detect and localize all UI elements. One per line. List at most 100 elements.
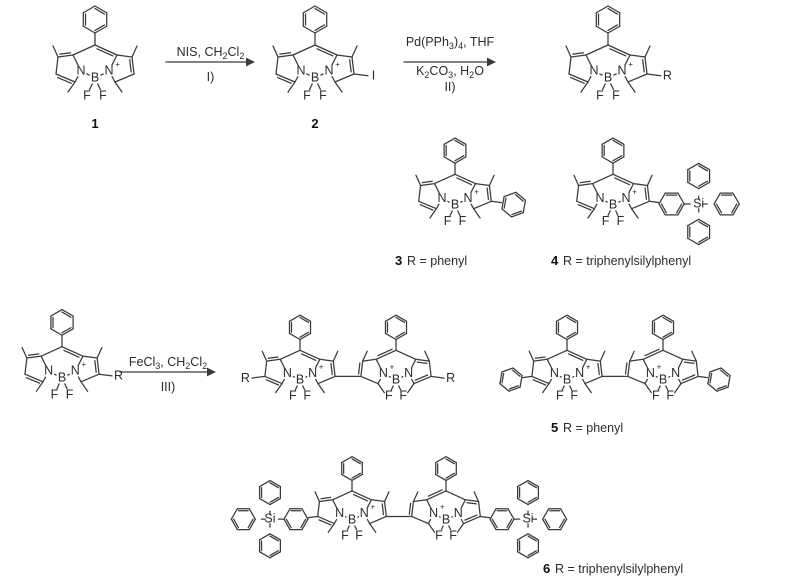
compound-3-definition: R = phenyl [407,254,467,268]
cpd1-C4R-C5R [114,73,135,83]
dimerL-meso-phenyl-bond [299,332,312,341]
cpd5R-N-right: N [646,366,655,380]
cpd5R-B: B [659,372,667,386]
cpd1-C5L-NL [74,76,79,83]
cpd34-meso-phenyl-bond [61,328,74,336]
cpd3-phenyl-bond [515,191,527,201]
dimerL-meso-phenyl-bond [288,314,301,322]
row2-dimer-r-left: R [241,371,250,385]
cpd1-C5R-NR [111,76,116,83]
cpdR-meso-C2R-inner [609,48,627,57]
cpd6L-N-right: N [360,506,369,520]
cpd6L-meso-phenyl-bond [351,456,363,464]
cpdR-N-right: N [617,63,626,77]
cpd2-methyl [287,81,296,93]
compound-1-number: 1 [91,116,98,131]
cpd6R-N-right: N [429,506,438,520]
cpd4-NR-C2R [628,182,635,194]
cpd4-triphenylsilyl-Si: Si [693,196,704,210]
cpd5-phenyl-left-inner [501,372,505,384]
cpdR-C2R-C3R [629,54,646,58]
cpd5R-meso-phenyl-inner [662,316,673,324]
cpd5R-B-FR [657,385,661,391]
cpd6-triphenylsilyl-left-phenyl-out-bond [248,508,256,520]
cpd2-NL-B [306,73,310,76]
cpd4-triphenylsilyl-phenyl-out-bond [713,192,721,205]
dimerL-C4R-C5R [317,375,336,385]
dimerL-methyl [332,350,339,362]
cpd4-meso-C2R [612,173,635,185]
cpd6R-methyl [473,491,480,503]
cpd1-C2L-meso [72,44,96,56]
cpd34-C2L-C3L-inner [27,353,40,356]
cpd6-triphenylsilyl-right-phenyl-down-inner [527,550,538,557]
cpdR-C4R-C5R [627,73,648,83]
dimerR-C-R [430,375,445,379]
cpd1-C2L-C3L [57,54,74,58]
cpd3-methyl [429,208,438,219]
cpd6-phenylene-left-bond [301,518,309,531]
cpd4-phenylene-inner [676,203,683,214]
cpd5L-C4L-C5L [531,375,550,385]
cpd3-meso-C2R-inner [456,177,473,186]
cpd1-F-left: F [83,88,91,102]
cpdR-C2L-C3L-inner [572,52,585,55]
cpd6-triphenylsilyl-left-phenyl-out-bond [230,508,238,520]
cpd6-triphenylsilyl-right-phenyl-out-bond [560,518,568,531]
cpd4-C3L-C4L [576,184,580,202]
cpd5R-C4R-C5R [627,375,646,385]
cpd6R-C4L-C5L-inner [464,514,478,521]
cpd6-phenylene-right-bond [507,508,515,520]
cpd3-phenyl-inner [511,210,523,216]
dimerL-B-FL [294,385,298,391]
cpd6L-B: B [348,512,356,526]
cpd5L-meso-phenyl-bond [555,314,568,322]
dimerL-C2L-C3L [266,358,281,362]
cpd3-C3R-C4R-inner [486,187,490,200]
cpd5L-B-FR [569,385,573,391]
cpd4-triphenylsilyl-phenyl-out-bond [732,203,740,216]
dimerR-C4L-C5L [413,375,432,385]
cpd6-triphenylsilyl-left-phenyl-up-bond [258,479,271,488]
cpd4-NL-C2L [591,182,598,194]
compound-5-number: 5 [551,420,558,435]
cpd4-meso-phenyl-bond [612,156,625,164]
cpd4-C5L-NL [593,203,598,210]
cpdR-methyl [644,45,651,58]
cpd1-meso-phenyl-bond [94,25,108,34]
cpd3-C2L-C3L [419,182,436,187]
cpd5L-C2L-C3L-inner [534,356,546,359]
cpd6L-C2L-meso [332,490,353,501]
cpd4-triphenylsilyl-phenyl-down-bond [687,218,700,227]
cpd4-C4L-C5L [576,200,596,210]
cpd4-link [648,200,660,204]
dimerR-meso-phenyl-inner [395,316,406,324]
cpd2-NL-C2L [292,54,299,66]
dimerR-C4R-C5R [360,375,379,385]
cpd5L-meso-phenyl-bond [566,314,579,322]
cpdR-NR-C2R [624,54,631,66]
cpd5R-C2L-C3L [682,358,697,362]
cpdR-N-left: N [589,63,598,77]
cpd6R-methyl [412,491,419,503]
dimerR-F-right: F [385,389,393,403]
cpd6-triphenylsilyl-right-phenyl-down-bond [517,533,529,541]
cpd1-meso-phenyl-bond [94,5,108,14]
cpd6-triphenylsilyl-right-phenyl-down-bond [517,551,529,559]
compound-6-number: 6 [543,561,550,576]
dimerR-B: B [392,372,400,386]
dimerR-C2L-C3L [415,358,430,362]
cpd6-triphenylsilyl-left-phenyl-up-bond [258,497,271,506]
cpd2-C3R-C4R [351,56,355,75]
dimerR-C2R-C3R [362,358,377,362]
row2-start-r-group: R [114,369,123,383]
cpdR-C5R-NR [624,76,629,83]
cpd34-methyl [35,381,44,392]
cpd6-triphenylsilyl-left-Si: Si [264,511,275,525]
cpd1-B-FR [97,83,102,91]
cpd4-phenylene-bond [677,192,685,205]
cpd2-C3L-C4L [275,56,279,75]
cpd6L-N-charge: + [371,503,376,512]
cpd5R-B-FL [665,385,669,391]
cpdR-B-FR [610,83,615,91]
